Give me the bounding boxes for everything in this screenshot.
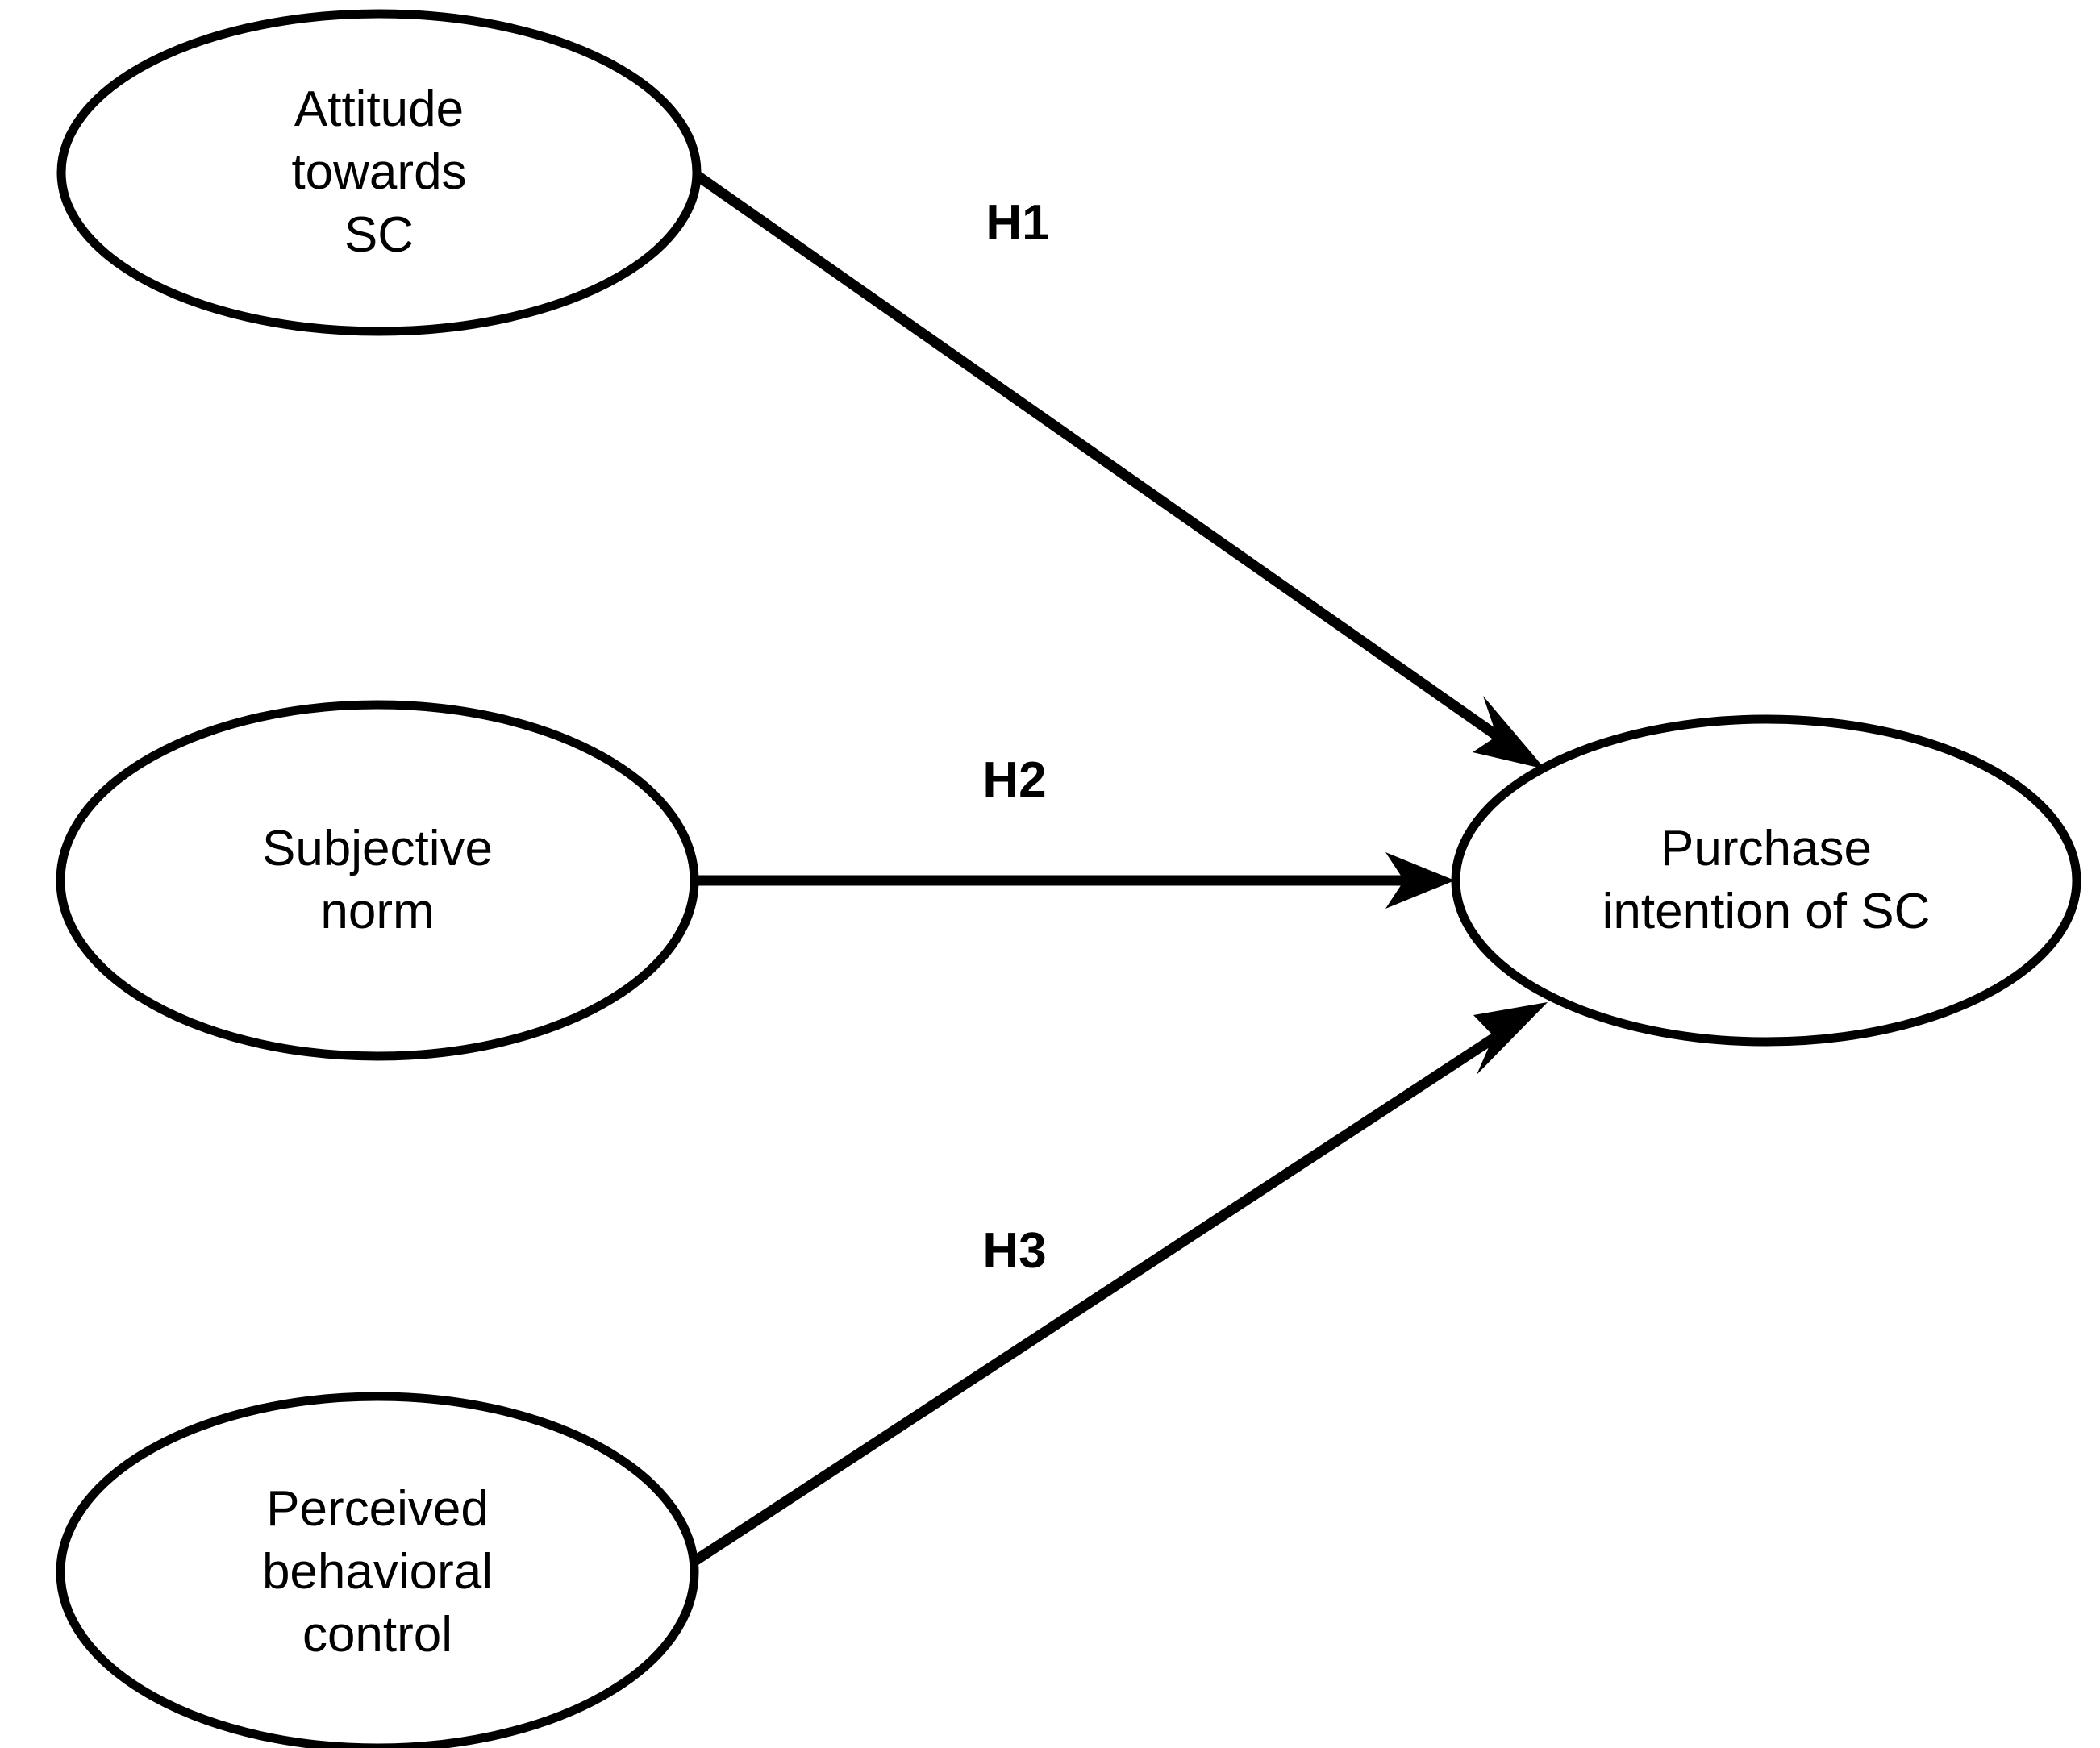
node-attitude[interactable]	[56, 9, 702, 336]
edge-h2[interactable]	[692, 852, 1455, 909]
node-perceived-behavioral-control[interactable]	[56, 1392, 699, 1748]
edge-h1-label[interactable]: H1	[985, 195, 1050, 251]
edge-h1-line	[692, 169, 1525, 758]
edge-h3-line	[690, 1013, 1527, 1567]
edge-h3-arrowhead	[1473, 1002, 1548, 1075]
edge-h1[interactable]	[692, 169, 1545, 769]
edge-h1-arrowhead	[1473, 696, 1545, 769]
node-subjective-norm[interactable]	[56, 700, 699, 1061]
edge-h3-label[interactable]: H3	[982, 1223, 1047, 1279]
edge-h3[interactable]	[690, 1002, 1548, 1567]
edge-h2-label[interactable]: H2	[982, 752, 1047, 808]
edge-h2-arrowhead	[1385, 852, 1455, 909]
node-purchase-intention[interactable]	[1451, 714, 2081, 1047]
